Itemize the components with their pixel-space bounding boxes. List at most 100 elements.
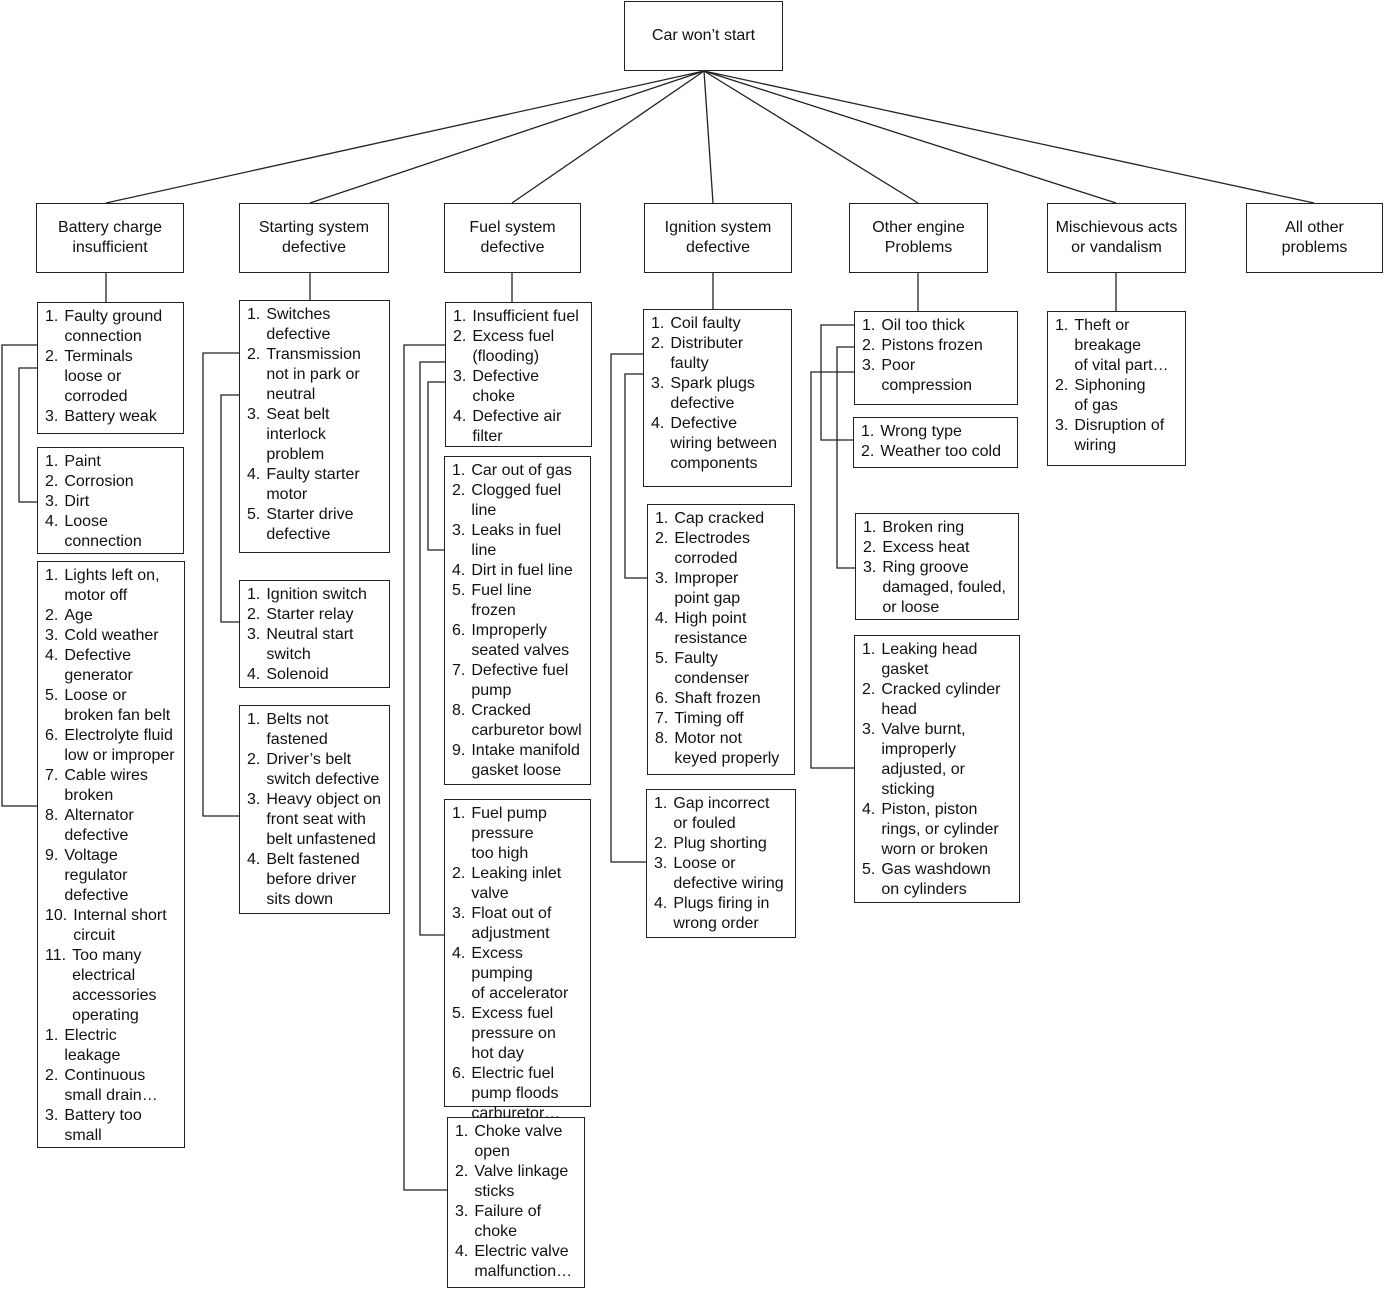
item-text: Defective choke (472, 368, 540, 405)
list-item: 4. Solenoid (247, 665, 385, 685)
item-text: Belts not fastened (266, 711, 329, 748)
item-text: Theft or breakage of vital part… (1074, 317, 1169, 374)
root-node: Car won’t start (624, 1, 783, 71)
item-text: Insufficient fuel (472, 308, 579, 325)
list-item: 3.Neutral start switch (247, 625, 385, 665)
item-number: 1. (247, 586, 261, 603)
item-text: Gas washdown on cylinders (881, 861, 991, 898)
list-item: 1.Insufficient fuel (453, 307, 587, 327)
list-item: 4.Dirt in fuel line (452, 561, 586, 581)
item-number: 4. (862, 801, 876, 818)
category-label: Battery charge insufficient (57, 219, 163, 256)
item-text: Ignition switch (266, 586, 367, 603)
item-text: Defective wiring between components (670, 415, 778, 472)
list-item: 4.High point resistance (655, 609, 790, 649)
category-label: Other engine Problems (872, 219, 965, 256)
item-number: 3. (45, 408, 59, 425)
list-item: 5. Gas washdown on cylinders (862, 860, 1015, 900)
list-item: 11.Too many electrical accessories opera… (45, 946, 180, 1026)
item-text: Electrolyte fluid low or improper (64, 727, 175, 764)
item-text: Cracked carburetor bowl (471, 702, 582, 739)
list-item: 4.Defective generator (45, 646, 180, 686)
category-other-engine: Other engine Problems (849, 203, 988, 273)
item-text: Distributer faulty (670, 335, 744, 372)
item-text: Valve linkage sticks (474, 1163, 569, 1200)
category-all-other: All other problems (1246, 203, 1383, 273)
item-text: Heavy object on front seat with belt unf… (266, 791, 382, 848)
list-item: 4.Electric valve malfunction… (455, 1242, 580, 1282)
list-item: 3.Disruption of wiring (1055, 416, 1181, 456)
item-text: Paint (64, 453, 101, 470)
item-text: Broken ring (882, 519, 965, 536)
list-item: 1.Electric leakage (45, 1026, 180, 1066)
list-item: 1.Choke valve open (455, 1122, 580, 1162)
list-item: 3.Leaks in fuel line (452, 521, 586, 561)
item-text: Spark plugs defective (670, 375, 755, 412)
item-number: 2. (654, 835, 668, 852)
item-text: Shaft frozen (674, 690, 761, 707)
item-number: 1. (45, 308, 59, 325)
item-text: Excess fuel (flooding) (472, 328, 555, 365)
item-text: Solenoid (266, 666, 329, 683)
item-number: 4. (247, 666, 261, 683)
item-number: 6. (655, 690, 669, 707)
item-number: 1. (452, 805, 466, 822)
list-item: 5.Fuel line frozen (452, 581, 586, 621)
item-text: Wrong type (880, 423, 962, 440)
item-text: Choke valve open (474, 1123, 563, 1160)
item-number: 10. (45, 907, 68, 924)
item-text: Seat belt interlock problem (266, 406, 330, 463)
list-item: 5.Starter drive defective (247, 505, 385, 545)
item-number: 3. (247, 626, 261, 643)
item-number: 8. (655, 730, 669, 747)
item-number: 4. (654, 895, 668, 912)
item-number: 5. (452, 1005, 466, 1022)
category-label: Ignition system defective (664, 219, 772, 256)
item-number: 2. (45, 1067, 59, 1084)
item-number: 1. (45, 453, 59, 470)
list-item: 4.Faulty starter motor (247, 465, 385, 505)
list-item: 10.Internal short circuit (45, 906, 180, 946)
item-text: Battery weak (64, 408, 157, 425)
item-number: 3. (862, 721, 876, 738)
vandalism-list-1: 1.Theft or breakage of vital part…2.Siph… (1047, 311, 1186, 466)
item-text: Failure of choke (474, 1203, 542, 1240)
list-item: 2.Leaking inlet valve (452, 864, 586, 904)
item-text: Plug shorting (673, 835, 767, 852)
list-item: 1.Broken ring (863, 518, 1014, 538)
item-number: 4. (651, 415, 665, 432)
item-text: Electrodes corroded (674, 530, 750, 567)
item-text: Improper point gap (674, 570, 741, 607)
item-number: 3. (45, 627, 59, 644)
category-label: All other problems (1281, 219, 1348, 256)
item-text: Plugs firing in wrong order (673, 895, 770, 932)
item-text: Driver’s belt switch defective (266, 751, 380, 788)
item-number: 6. (45, 727, 59, 744)
item-number: 6. (452, 622, 466, 639)
item-number: 4. (655, 610, 669, 627)
item-number: 2. (45, 473, 59, 490)
list-item: 1.Switches defective (247, 305, 385, 345)
list-item: 5.Loose or broken fan belt (45, 686, 180, 726)
item-number: 4. (247, 851, 261, 868)
list-item: 2.Driver’s belt switch defective (247, 750, 385, 790)
item-number: 2. (861, 443, 875, 460)
item-text: Starter relay (266, 606, 354, 623)
category-ignition: Ignition system defective (644, 203, 792, 273)
item-number: 6. (452, 1065, 466, 1082)
list-item: 1.Theft or breakage of vital part… (1055, 316, 1181, 376)
item-number: 2. (863, 539, 877, 556)
item-number: 1. (651, 315, 665, 332)
item-text: Gap incorrect or fouled (673, 795, 770, 832)
item-text: Cracked cylinder head (881, 681, 1001, 718)
item-text: Defective fuel pump (471, 662, 569, 699)
item-number: 5. (862, 861, 876, 878)
category-battery: Battery charge insufficient (36, 203, 184, 273)
item-number: 4. (45, 647, 59, 664)
